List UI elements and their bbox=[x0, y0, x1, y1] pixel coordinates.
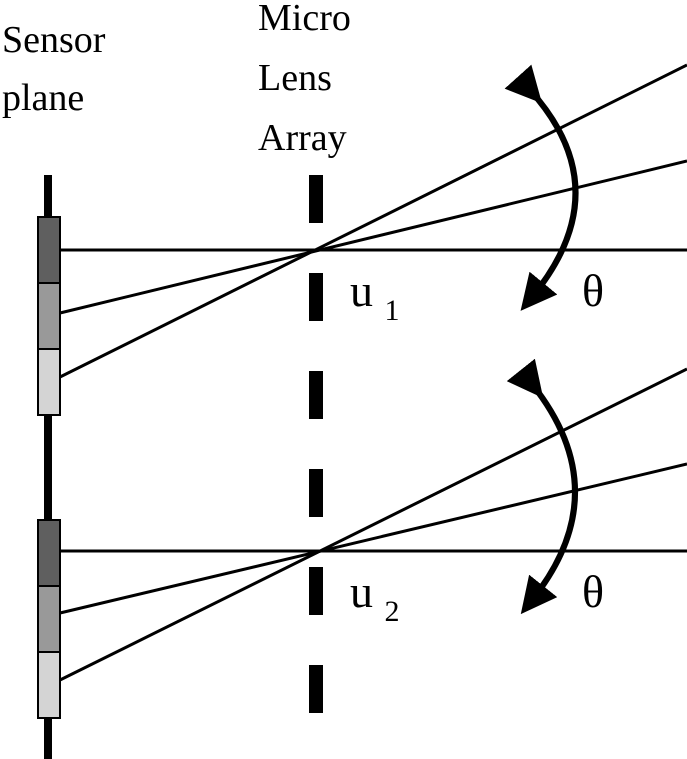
u2-label: u 2 bbox=[350, 566, 400, 628]
u2-base: u bbox=[350, 566, 373, 617]
micro-lens-array-label-line1: Micro bbox=[258, 0, 351, 39]
u2-subscript: 2 bbox=[385, 595, 400, 628]
sensor-pixel-mid-1 bbox=[37, 282, 61, 350]
micro-lens-array-label-line3: Array bbox=[258, 117, 347, 159]
theta-label-2: θ bbox=[582, 566, 604, 617]
sensor-pixel-dark-2 bbox=[37, 519, 61, 587]
sensor-pixel-mid-2 bbox=[37, 585, 61, 653]
micro-lens-array-label-line2: Lens bbox=[258, 57, 332, 99]
rotation-arrow-1-icon bbox=[504, 64, 579, 311]
u1-subscript: 1 bbox=[385, 294, 400, 327]
sensor-pixel-light-1 bbox=[37, 348, 61, 416]
ray-steep-2 bbox=[59, 367, 687, 682]
u1-label: u 1 bbox=[350, 265, 400, 327]
rotation-arrow-2-icon bbox=[506, 358, 578, 615]
theta-label-1: θ bbox=[582, 265, 604, 316]
ray-steep-1 bbox=[59, 63, 687, 379]
ray-shallow-1 bbox=[59, 159, 687, 315]
sensor-plane-label-line1: Sensor bbox=[2, 19, 106, 61]
ray-shallow-2 bbox=[59, 462, 687, 615]
u1-base: u bbox=[350, 265, 373, 316]
sensor-pixel-light-2 bbox=[37, 651, 61, 719]
sensor-plane-label-line2: plane bbox=[2, 77, 84, 119]
sensor-pixel-dark-1 bbox=[37, 216, 61, 284]
